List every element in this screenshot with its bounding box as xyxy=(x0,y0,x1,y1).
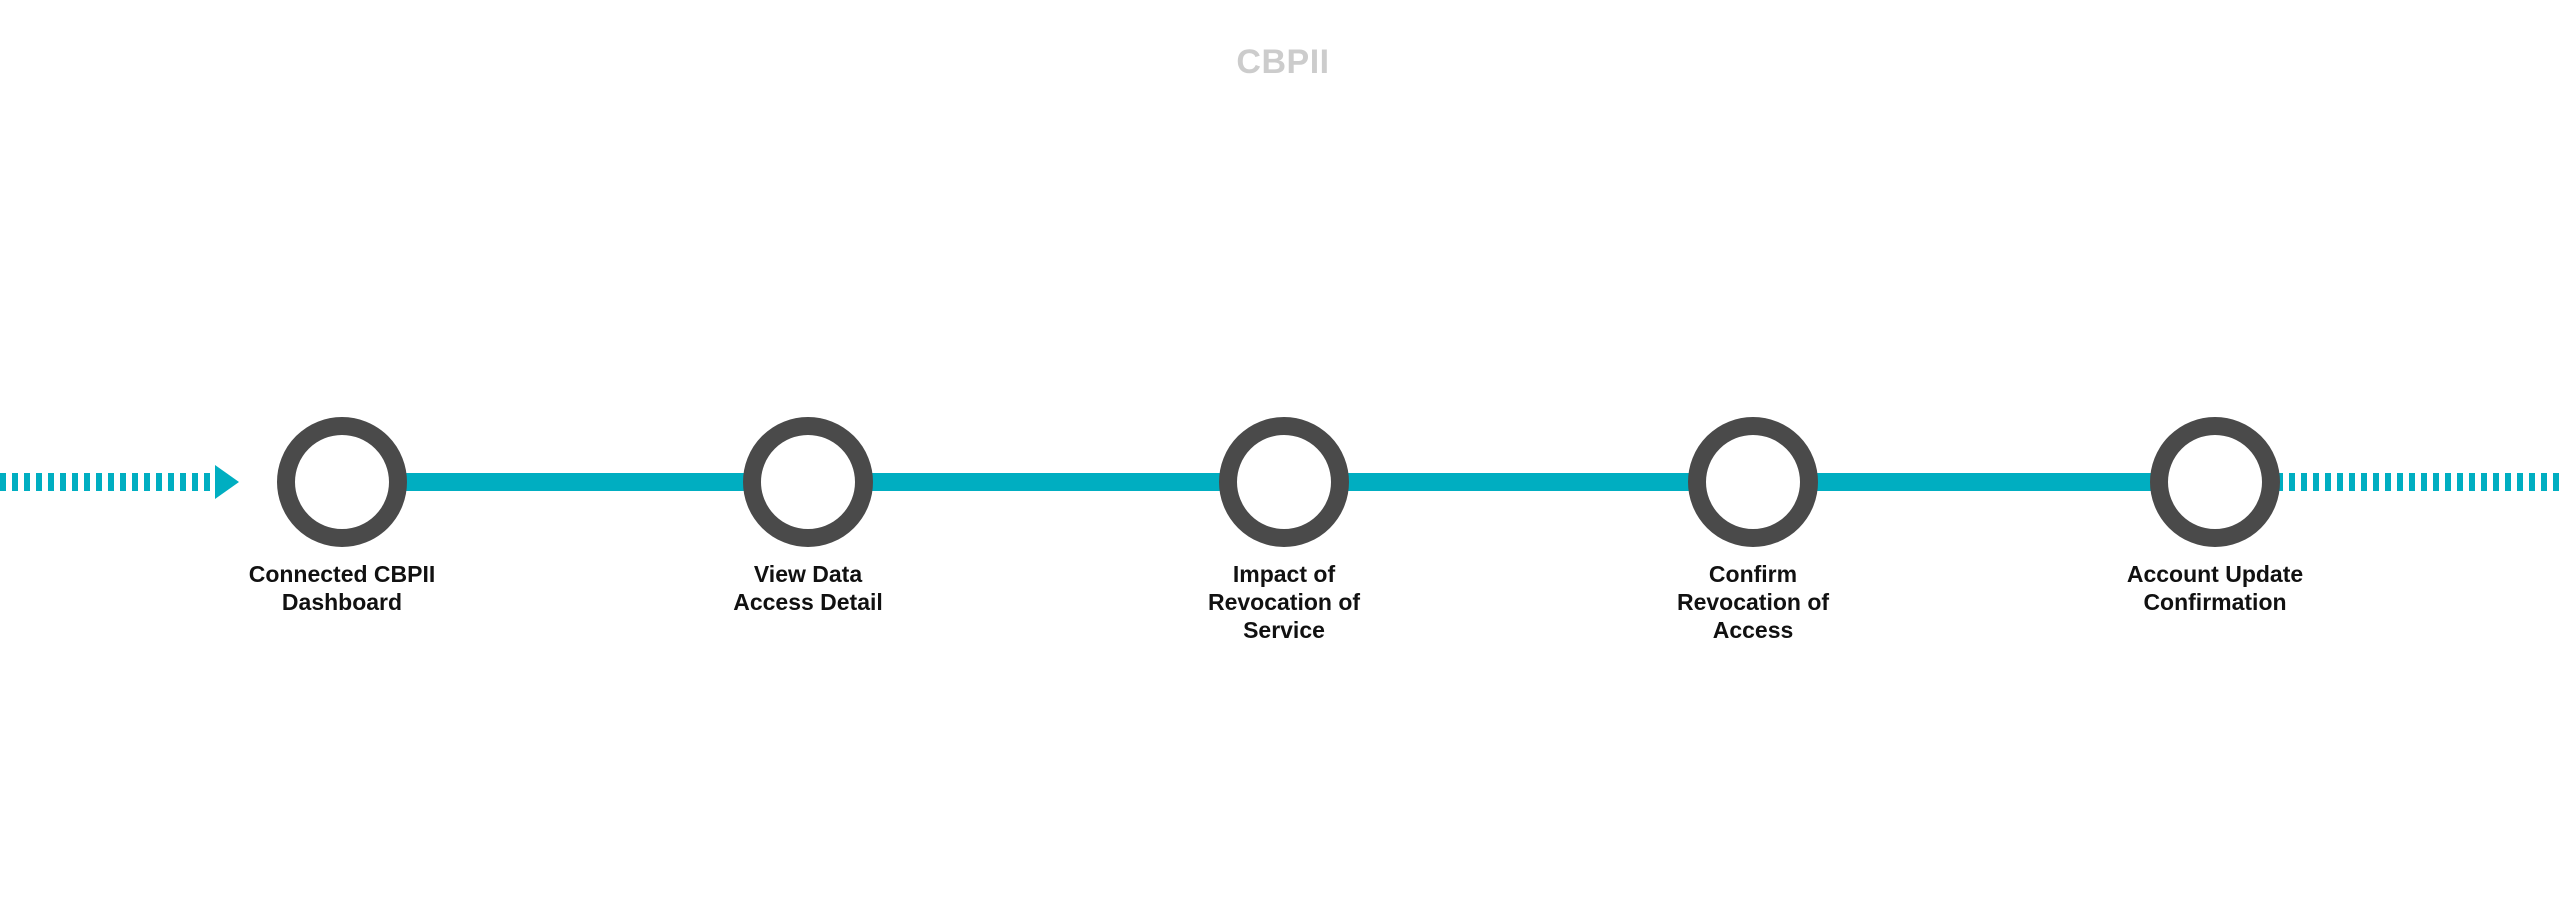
step-circle-icon[interactable] xyxy=(743,417,873,547)
flow-step-4-label: Confirm Revocation of Access xyxy=(1676,561,1830,643)
step-circle-icon[interactable] xyxy=(2150,417,2280,547)
connector-step-1-to-2 xyxy=(400,473,750,491)
step-circle-icon[interactable] xyxy=(277,417,407,547)
connector-step-3-to-4 xyxy=(1342,473,1695,491)
page-title-text: CBPII xyxy=(1236,43,1330,81)
page-title: CBPII xyxy=(0,40,2560,84)
flow-step-1-label: Connected CBPII Dashboard xyxy=(248,561,436,615)
step-circle-icon[interactable] xyxy=(1688,417,1818,547)
step-circle-icon[interactable] xyxy=(1219,417,1349,547)
connector-step-4-to-5 xyxy=(1811,473,2157,491)
flow-step-3-label: Impact of Revocation of Service xyxy=(1207,561,1361,643)
incoming-arrowhead-icon xyxy=(215,465,239,499)
outgoing-dashed-connector xyxy=(2277,473,2560,491)
flow-step-5-label: Account Update Confirmation xyxy=(2126,561,2304,615)
connector-step-2-to-3 xyxy=(866,473,1226,491)
incoming-dashed-connector xyxy=(0,473,215,491)
flow-step-2-label: View Data Access Detail xyxy=(733,561,883,615)
